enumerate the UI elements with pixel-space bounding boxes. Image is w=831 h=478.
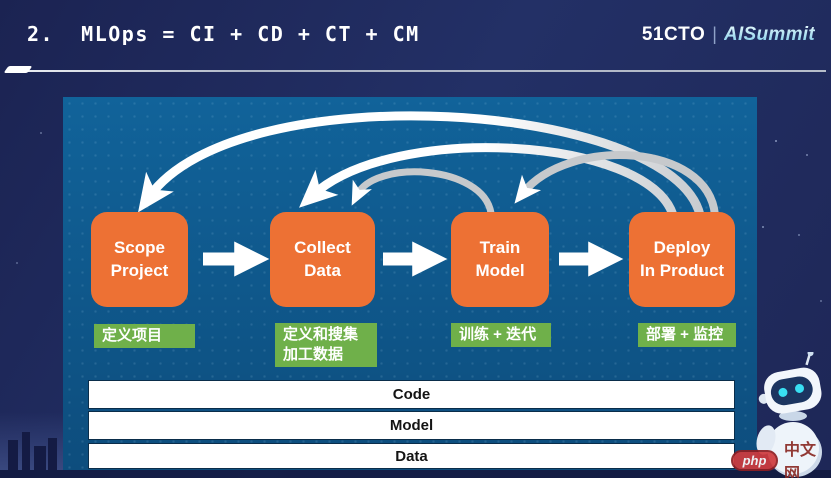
node-tag-collect: 定义和搜集 加工数据 xyxy=(275,323,377,367)
feedback-arrow-deploy-to-collect xyxy=(299,143,678,217)
php-watermark: php 中文网 xyxy=(731,436,831,478)
aisummit-logo: AISummit xyxy=(723,24,815,45)
feedback-arrow-deploy-to-scope xyxy=(138,111,705,217)
flow-node-train: Train Model xyxy=(451,212,549,307)
title-divider xyxy=(6,70,826,72)
stage-floor-band xyxy=(0,470,831,478)
51cto-logo: 51CTO xyxy=(641,24,706,45)
node-tag-deploy: 部署 + 监控 xyxy=(638,323,736,347)
node-tag-train: 训练 + 迭代 xyxy=(451,323,551,347)
diagram-panel: Scope Project Collect Data Train Model D… xyxy=(63,97,757,470)
node-tag-scope: 定义项目 xyxy=(94,324,195,348)
brand-logos: 51CTO | AISummit xyxy=(642,24,815,46)
star-dot xyxy=(806,154,808,156)
watermark-text: 中文网 xyxy=(784,442,817,478)
building-silhouette xyxy=(48,438,57,470)
star-dot xyxy=(16,262,18,264)
arrows-layer xyxy=(138,111,719,277)
star-dot xyxy=(40,132,42,134)
star-dot xyxy=(820,300,822,302)
star-dot xyxy=(762,226,764,228)
slide-title: 2. MLOps = CI + CD + CT + CM xyxy=(27,22,420,46)
building-silhouette xyxy=(34,446,46,470)
logo-separator: | xyxy=(712,24,717,44)
flow-node-collect: Collect Data xyxy=(270,212,375,307)
flow-node-deploy: Deploy In Product xyxy=(629,212,735,307)
layer-bar-code: Code xyxy=(88,380,735,409)
robot-mascot xyxy=(756,352,822,477)
building-silhouette xyxy=(22,432,30,470)
flow-node-scope: Scope Project xyxy=(91,212,188,307)
feedback-arrow-train-to-collect xyxy=(351,168,495,214)
star-dot xyxy=(775,140,777,142)
layer-bar-model: Model xyxy=(88,411,735,440)
layer-bar-data: Data xyxy=(88,443,735,469)
php-badge: php xyxy=(731,449,779,471)
star-dot xyxy=(798,234,800,236)
building-silhouette xyxy=(8,440,18,470)
feedback-arrow-deploy-to-train xyxy=(514,151,719,216)
